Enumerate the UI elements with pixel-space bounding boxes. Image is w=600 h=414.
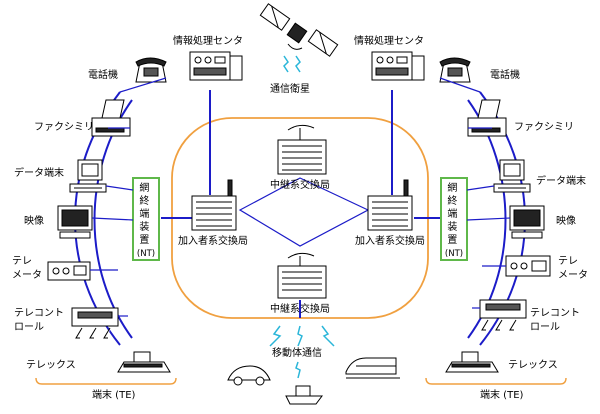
left-phone-label: 電話機 [88, 68, 118, 81]
relay-top-icon [277, 124, 327, 175]
left-phone-icon [135, 57, 167, 83]
left-telecontrol-icon [71, 307, 119, 339]
right-telex-label: テレックス [508, 359, 558, 371]
left-fax-label: ファクシミリ [34, 121, 94, 133]
right-telecontrol-icon [479, 299, 527, 331]
left-data-terminal-icon [69, 159, 107, 193]
right-phone-label: 電話機 [490, 68, 520, 81]
nt-right-label: 網 終 端 装 置 (NT) [445, 181, 463, 259]
mobile-label: 移動体通信 [272, 346, 322, 359]
nt-right-box [440, 177, 468, 261]
right-terminal-label: 端末 (TE) [480, 388, 524, 401]
info-center-left-icon [189, 51, 243, 81]
car-icon [227, 365, 271, 386]
nt-left-label: 網 終 端 装 置 (NT) [137, 181, 155, 259]
train-icon [345, 357, 400, 379]
left-telex-icon [117, 351, 171, 373]
left-terminal-bracket [35, 377, 177, 385]
right-data-terminal-icon [493, 159, 531, 193]
right-phone-icon [439, 57, 471, 83]
subscriber-left-label: 加入者系交換局 [178, 234, 248, 247]
left-video-icon [57, 205, 93, 239]
left-telecontrol-label: テレコント ロール [14, 308, 67, 333]
relay-bottom-label: 中継系交換局 [270, 302, 330, 315]
satellite-label: 通信衛星 [270, 82, 310, 95]
nt-left-box [132, 177, 160, 261]
right-telemeter-label: テレ メータ [558, 256, 588, 281]
right-device-connectors [439, 77, 511, 309]
subscriber-left-icon [191, 179, 237, 231]
right-terminal-bracket [425, 377, 567, 385]
left-device-connectors [90, 77, 167, 317]
relay-bottom-icon [277, 252, 327, 299]
right-fax-label: ファクシミリ [514, 121, 574, 133]
info-center-left-label: 情報処理センタ [173, 34, 243, 47]
satellite-icon [259, 3, 339, 57]
right-fax-icon [467, 99, 507, 137]
mobile-waves [269, 325, 335, 379]
relay-top-label: 中継系交換局 [270, 178, 330, 191]
info-center-right-label: 情報処理センタ [354, 34, 424, 47]
right-telemeter-icon [505, 255, 551, 277]
ship-icon [285, 385, 323, 405]
left-terminal-label: 端末 (TE) [92, 388, 136, 401]
right-video-icon [509, 205, 545, 239]
left-fax-icon [91, 99, 131, 137]
left-data-label: データ端末 [14, 166, 64, 179]
left-telemeter-icon [47, 261, 91, 281]
left-video-label: 映像 [24, 215, 44, 227]
info-center-right-icon [371, 51, 425, 81]
satellite-waves [283, 55, 301, 73]
right-telecontrol-label: テレコント ロール [530, 308, 583, 333]
right-data-label: データ端末 [536, 174, 586, 187]
right-video-label: 映像 [556, 215, 576, 227]
left-telemeter-label: テレ メータ [12, 256, 42, 281]
subscriber-right-label: 加入者系交換局 [355, 234, 425, 247]
left-telex-label: テレックス [26, 359, 76, 371]
subscriber-right-icon [367, 179, 413, 231]
right-telex-icon [445, 351, 499, 373]
